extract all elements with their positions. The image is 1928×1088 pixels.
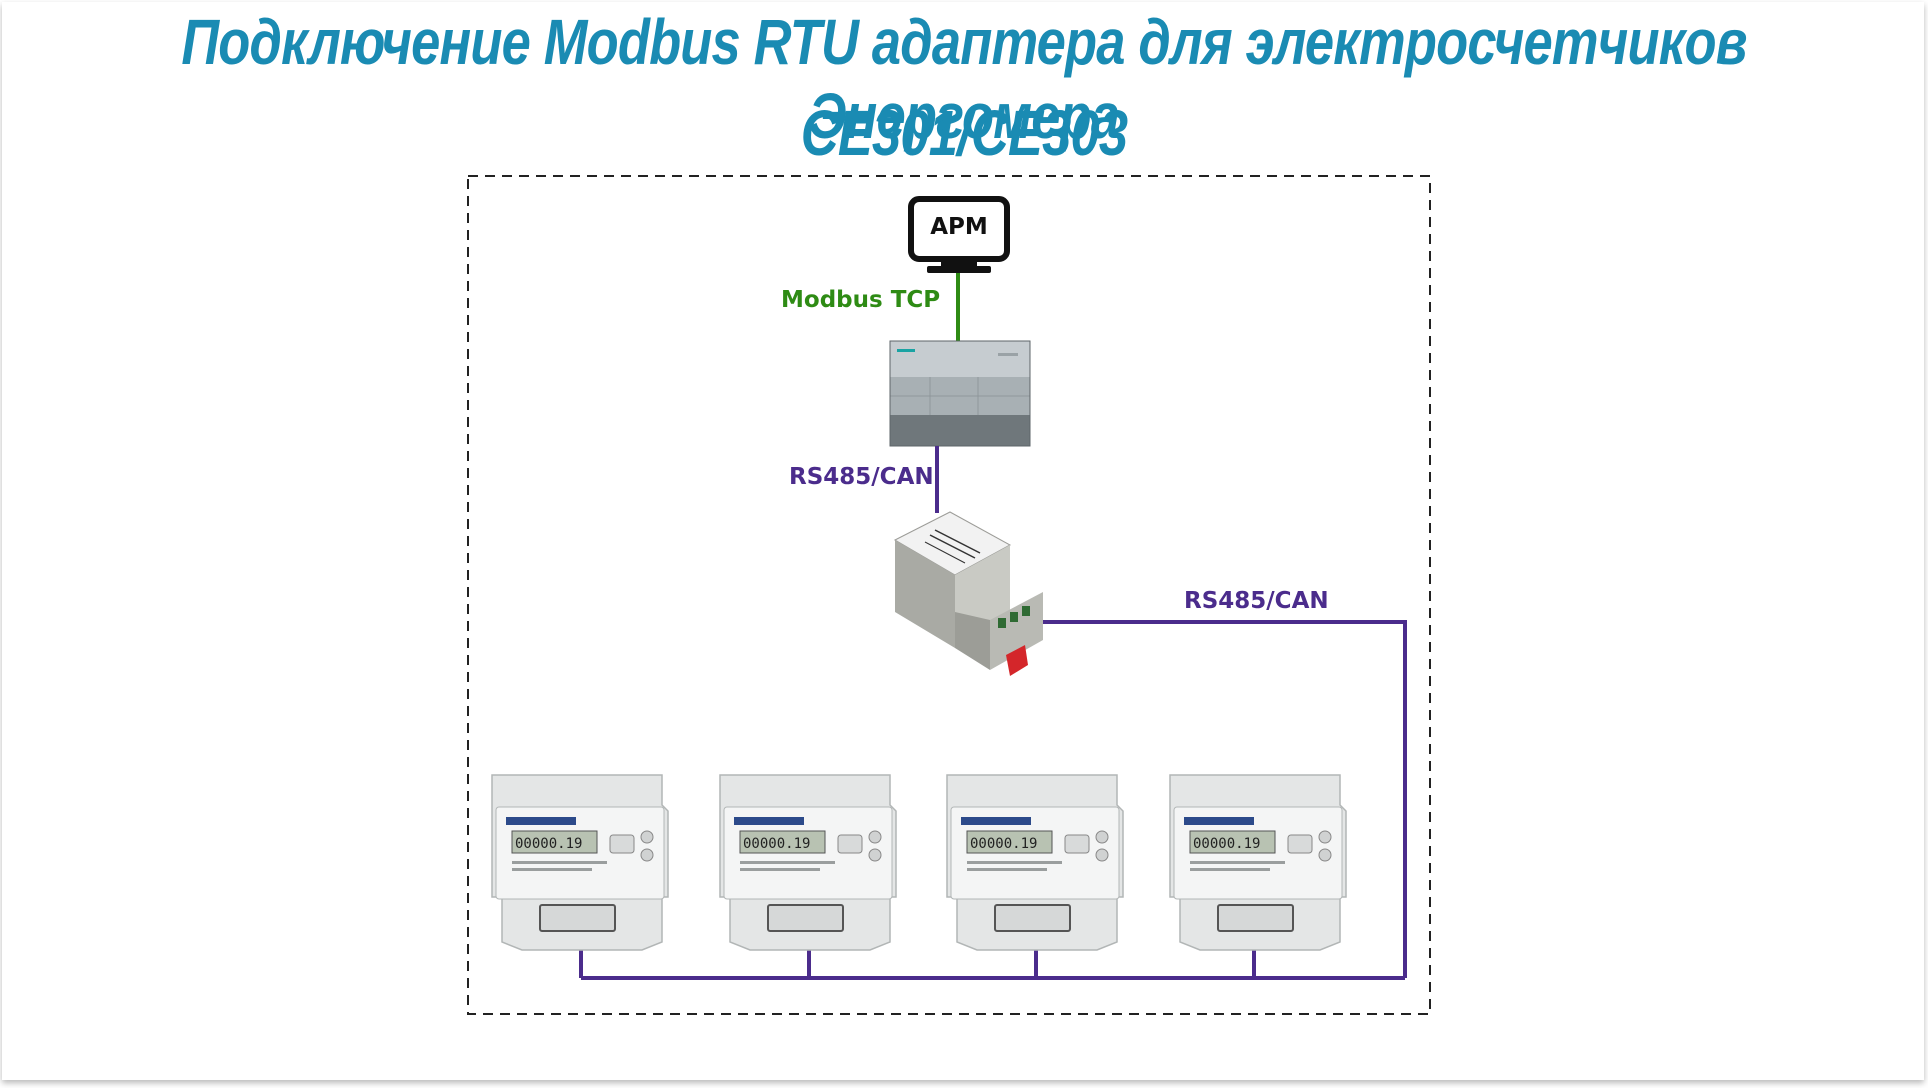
monitor-icon (908, 196, 1010, 273)
title-line-2: CE301/CE303 (800, 97, 1128, 169)
energy-meter-4: 00000.19 (1169, 774, 1347, 951)
meter-2-reading: 00000.19 (743, 836, 810, 852)
energy-meter-2: 00000.19 (719, 774, 897, 951)
rs485-bus-link (1043, 620, 1407, 978)
plc-device (889, 340, 1031, 447)
meter-4-reading: 00000.19 (1193, 836, 1260, 852)
energy-meter-1: 00000.19 (491, 774, 669, 951)
meter-3-reading: 00000.19 (970, 836, 1037, 852)
rs485-can-label-plc: RS485/CAN (789, 464, 934, 490)
title-line-1: Подключение Modbus RTU адаптера для элек… (181, 6, 1747, 152)
modbus-tcp-label: Modbus TCP (781, 287, 941, 313)
modbus-adapter-device (893, 511, 1043, 676)
rs485-can-label-bus: RS485/CAN (1184, 588, 1329, 614)
system-boundary (467, 175, 1431, 1015)
energy-meter-3: 00000.19 (946, 774, 1124, 951)
workstation-label: АРМ (930, 214, 988, 240)
meter-bus (579, 948, 1405, 980)
meter-1-reading: 00000.19 (515, 836, 582, 852)
